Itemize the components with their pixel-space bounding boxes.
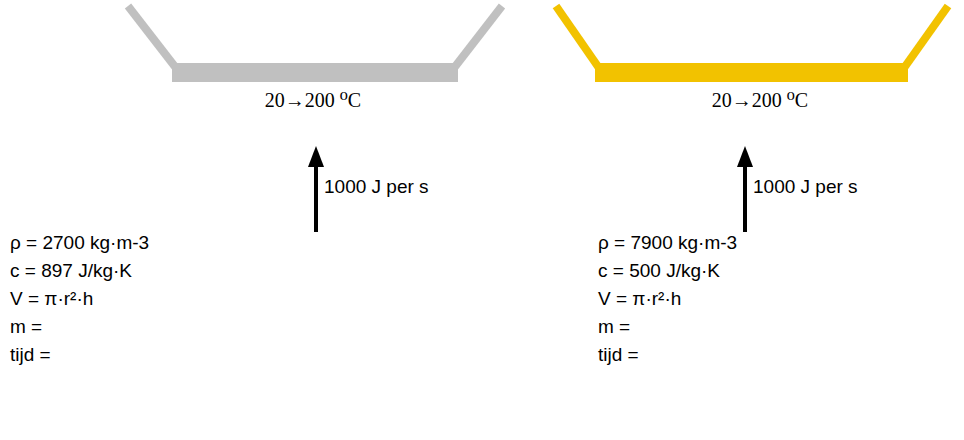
formula-line: V = π·r²·h <box>10 288 93 311</box>
temperature-label: 20→200 ⁰C <box>712 88 808 112</box>
formula-line: c = 897 J/kg·K <box>10 260 132 283</box>
aluminium-pan <box>128 6 502 82</box>
heat-arrow <box>308 146 324 232</box>
power-label: 1000 J per s <box>324 176 429 199</box>
formula-line: ρ = 7900 kg·m-3 <box>598 232 737 255</box>
formula-line: m = <box>10 316 42 339</box>
temperature-label: 20→200 ⁰C <box>265 88 361 112</box>
formula-line: m = <box>598 316 630 339</box>
formula-line: V = π·r²·h <box>598 288 681 311</box>
iron-pan <box>556 6 948 82</box>
heat-arrow <box>737 146 753 232</box>
power-label: 1000 J per s <box>753 176 858 199</box>
formula-line: tijd = <box>10 344 51 367</box>
formula-line: c = 500 J/kg·K <box>598 260 720 283</box>
formula-line: ρ = 2700 kg·m-3 <box>10 232 149 255</box>
formula-line: tijd = <box>598 344 639 367</box>
